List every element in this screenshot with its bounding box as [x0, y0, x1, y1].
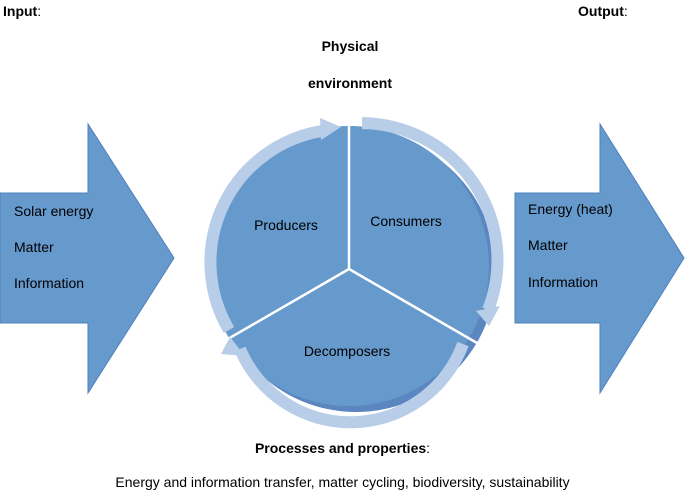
segment-consumers: Consumers — [370, 213, 442, 229]
physical-environment-line2: environment — [307, 75, 392, 91]
processes-title: Processes and properties: — [254, 440, 431, 456]
processes-text: Energy and information transfer, matter … — [115, 474, 570, 490]
segment-producers: Producers — [254, 217, 318, 233]
output-item-information: Information — [528, 274, 599, 290]
input-title: Input: — [3, 3, 42, 19]
input-item-matter: Matter — [14, 239, 54, 255]
segment-decomposers: Decomposers — [303, 343, 391, 359]
input-arrow — [0, 122, 175, 395]
output-item-energy-heat: Energy (heat) — [528, 201, 613, 217]
cycle-arrows — [204, 117, 504, 429]
input-item-information: Information — [14, 275, 85, 291]
cycle-arrowheads — [221, 118, 500, 356]
output-title: Output: — [578, 3, 628, 19]
output-arrow — [514, 122, 685, 395]
physical-environment-line1: Physical — [321, 38, 379, 54]
input-item-solar-energy: Solar energy — [14, 203, 94, 219]
segment-dividers — [213, 116, 478, 349]
output-item-matter: Matter — [528, 237, 568, 253]
